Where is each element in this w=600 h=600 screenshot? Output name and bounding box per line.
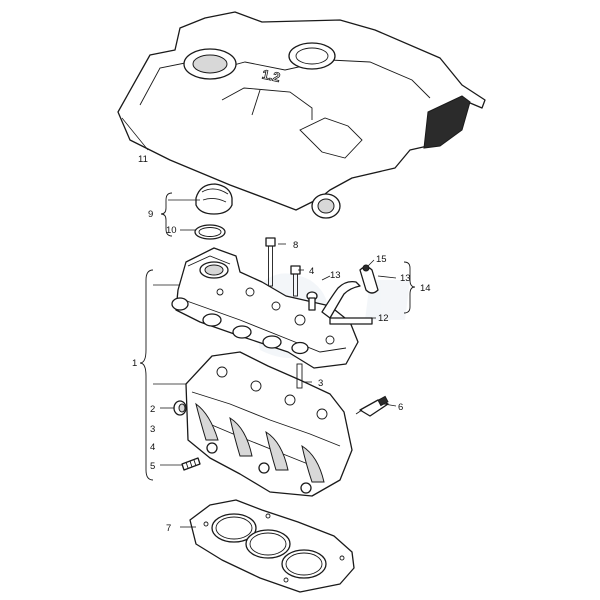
callout-9: 9 <box>148 209 153 220</box>
callout-11: 11 <box>138 154 148 165</box>
callout-6: 6 <box>398 402 403 413</box>
o-ring-seal <box>194 224 226 240</box>
cylinder-head <box>185 351 353 497</box>
breather-hose <box>306 264 379 325</box>
callout-8: 8 <box>293 240 298 251</box>
oil-filler-cap <box>195 183 233 215</box>
guide-stud <box>296 363 303 389</box>
cover-engraving: 1.2 <box>261 67 282 85</box>
stud-bolt <box>181 457 201 471</box>
callout-15: 15 <box>376 254 387 265</box>
callout-5: 5 <box>150 461 155 472</box>
callout-1: 1 <box>132 358 137 369</box>
callout-4b: 4 <box>150 442 155 453</box>
callout-2: 2 <box>150 404 155 415</box>
brace-group-1 <box>139 269 154 481</box>
leader-lines <box>121 117 397 528</box>
brace-group-9 <box>160 192 173 237</box>
callout-4a: 4 <box>309 266 314 277</box>
callout-12: 12 <box>378 313 389 324</box>
callout-3a: 3 <box>318 378 323 389</box>
callout-3b: 3 <box>150 424 155 435</box>
bolt-long <box>265 237 276 287</box>
sealing-plug <box>173 400 187 416</box>
cylinder-head-gasket <box>189 499 355 593</box>
callout-14: 14 <box>420 283 431 294</box>
callout-13a: 13 <box>330 270 341 281</box>
temperature-sender <box>355 395 389 417</box>
engine-cover: 1.2 <box>117 11 486 219</box>
callout-13b: 13 <box>400 273 411 284</box>
brace-group-14 <box>403 261 416 314</box>
callout-7: 7 <box>166 523 171 534</box>
callout-10: 10 <box>166 225 177 236</box>
